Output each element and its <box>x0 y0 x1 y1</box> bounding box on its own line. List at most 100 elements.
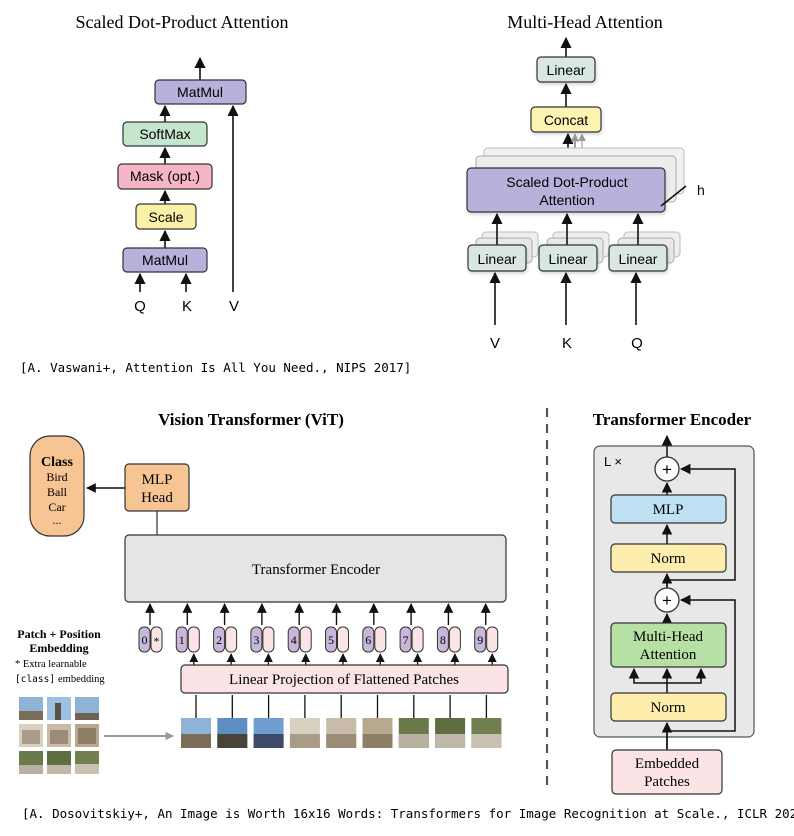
grid-patch-1-base <box>19 711 43 720</box>
position-embedding-1 <box>175 626 188 653</box>
embedded-patches-line1: Embedded <box>635 756 700 772</box>
linear-q-label: Linear <box>619 251 658 267</box>
position-embedding-7 <box>399 626 412 653</box>
sdpa-head-block <box>466 167 666 213</box>
token-9: 9 <box>474 603 499 665</box>
class-item-bird: Bird <box>46 470 67 484</box>
position-embedding-8 <box>436 626 449 653</box>
flattened-patch-5 <box>326 695 357 748</box>
encoder-detail-title: Transformer Encoder <box>593 410 752 429</box>
mha-input-q: Q <box>631 335 643 352</box>
flattened-patch-7-ground <box>398 734 429 748</box>
extra-note-class-code: [class] <box>15 674 55 685</box>
flattened-patch-2-ground <box>217 734 248 748</box>
linear-output-label: Linear <box>547 62 586 78</box>
norm-top-label: Norm <box>651 551 686 567</box>
concat-label: Concat <box>544 112 588 128</box>
patch-embedding-5 <box>337 626 349 653</box>
token-index-0: 0 <box>142 633 148 647</box>
flattened-patch-9 <box>471 695 502 748</box>
token-index-9: 9 <box>477 633 483 647</box>
citation-vaswani: [A. Vaswani+, Attention Is All You Need.… <box>20 360 411 375</box>
embedded-patches-line2: Patches <box>644 774 690 790</box>
linear-projection-label: Linear Projection of Flattened Patches <box>229 672 459 688</box>
token-index-3: 3 <box>253 633 259 647</box>
grid-patch-4-facade <box>22 730 40 744</box>
flattened-patch-8 <box>435 695 466 748</box>
linear-v-block <box>467 244 527 272</box>
qkv-split-right <box>667 667 707 684</box>
linear-output-block <box>536 56 596 83</box>
flattened-patch-9-ground <box>471 734 502 748</box>
patch-embedding-0 <box>150 626 163 653</box>
token-0: 0* <box>138 603 163 653</box>
mha-diagram: Multi-Head Attention Linear Concat Scale… <box>466 12 705 352</box>
class-token-mark: * <box>154 634 160 648</box>
token-index-1: 1 <box>179 633 185 647</box>
encoder-repeat-label: L × <box>604 454 622 469</box>
grid-patch-9-ground <box>75 764 99 774</box>
token-8: 8 <box>436 603 461 665</box>
mha-label-line1: Multi-Head <box>633 629 703 645</box>
vit-encoder-label: Transformer Encoder <box>252 562 380 578</box>
norm-bottom-label: Norm <box>651 700 686 716</box>
flattened-patch-1-ground <box>181 734 211 748</box>
extra-note-line2: embedding <box>58 674 105 685</box>
source-image-grid <box>19 697 99 774</box>
softmax-label: SoftMax <box>139 126 190 142</box>
class-item-ball: Ball <box>47 485 68 499</box>
position-embedding-2 <box>213 626 226 653</box>
token-5: 5 <box>325 603 349 665</box>
class-item-ellipsis: ... <box>53 513 62 527</box>
vit-diagram: Vision Transformer (ViT) Class Bird Ball… <box>15 410 509 774</box>
token-index-4: 4 <box>291 633 297 647</box>
flattened-patch-7 <box>398 695 429 748</box>
sdpa-title: Scaled Dot-Product Attention <box>76 12 289 32</box>
flattened-patch-6 <box>362 695 393 748</box>
extra-note-line1: * Extra learnable <box>15 659 87 670</box>
linear-q-block <box>608 244 668 272</box>
mlp-head-line1: MLP <box>142 472 173 488</box>
grid-patch-8-ground <box>47 765 71 774</box>
position-embedding-0 <box>138 626 151 653</box>
flattened-patch-3-ground <box>253 734 284 748</box>
softmax-block <box>122 121 208 147</box>
flattened-patch-1 <box>181 695 211 748</box>
grid-patch-3-base <box>75 713 99 720</box>
flattened-patch-2 <box>217 695 248 748</box>
flattened-patch-5-ground <box>326 734 357 748</box>
flattened-patch-4-ground <box>289 734 320 748</box>
matmul-bottom-block <box>122 247 208 273</box>
token-index-2: 2 <box>216 633 222 647</box>
norm-top-block <box>610 543 727 573</box>
scale-label: Scale <box>148 209 183 225</box>
residual-add-bottom <box>654 587 680 613</box>
mask-block <box>117 163 213 190</box>
mlp-label: MLP <box>653 502 684 518</box>
patch-pos-line1: Patch + Position <box>17 627 101 641</box>
patch-embedding-3 <box>262 626 275 653</box>
token-1: 1 <box>175 603 200 665</box>
embedded-patches-block <box>611 749 723 795</box>
patch-embedding-6 <box>374 626 387 653</box>
sdpa-input-v: V <box>229 298 239 315</box>
qkv-split-left <box>628 667 667 684</box>
flattened-patch-4 <box>289 695 320 748</box>
patch-pos-line2: Embedding <box>29 641 88 655</box>
token-index-5: 5 <box>328 633 334 647</box>
linear-k-label: Linear <box>549 251 588 267</box>
patch-embedding-2 <box>225 626 238 653</box>
patch-embedding-4 <box>299 626 312 653</box>
flattened-patch-3 <box>253 695 284 748</box>
token-index-7: 7 <box>403 633 409 647</box>
mha-input-v: V <box>490 335 500 352</box>
grid-patch-2-tower <box>55 703 61 720</box>
position-embedding-3 <box>250 626 263 653</box>
class-item-car: Car <box>48 500 65 514</box>
scale-block <box>135 203 197 230</box>
mha-block <box>610 622 727 668</box>
h-label: h <box>697 182 705 198</box>
linear-k-block <box>538 244 598 272</box>
